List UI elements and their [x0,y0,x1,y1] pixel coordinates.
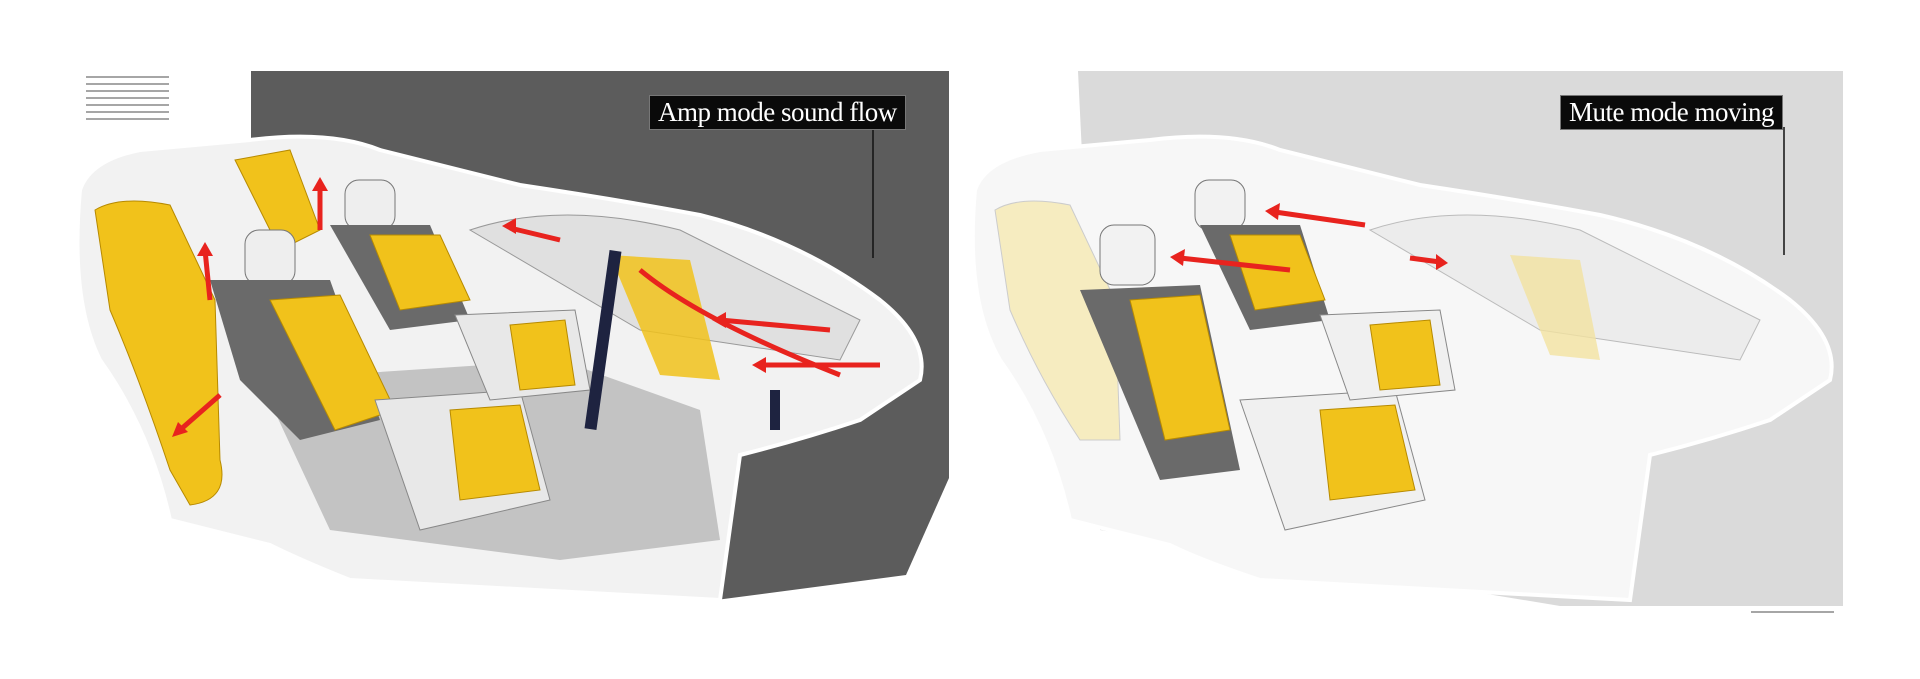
mute-mode-panel [970,71,1843,606]
decorative-stripes-top-left [86,76,169,120]
seat-rear-right [454,309,591,401]
side-panel-ghost [994,200,1121,441]
seat-rear-right [1319,309,1456,401]
center-screen [584,250,622,430]
seat-rear-left [374,389,551,531]
seat-front-left [210,229,396,440]
amp-mode-panel [75,71,949,603]
sound-flow-arrows [178,185,880,432]
seat-front-left [1080,224,1240,480]
arrow-heads [1170,203,1448,270]
seat-front-right [330,179,471,330]
moving-arrows [1179,209,1441,273]
mute-mode-label: Mute mode moving [1560,95,1783,130]
amp-mode-label: Amp mode sound flow [649,95,906,130]
dash-yellow-ghost [1510,255,1600,360]
seat-rear-left [1239,389,1426,531]
arrow-heads [172,177,766,437]
seat-front-right [1194,179,1330,330]
side-panel-seat [94,200,223,506]
side-screen [770,390,780,430]
dash-yellow-trim [610,255,720,380]
